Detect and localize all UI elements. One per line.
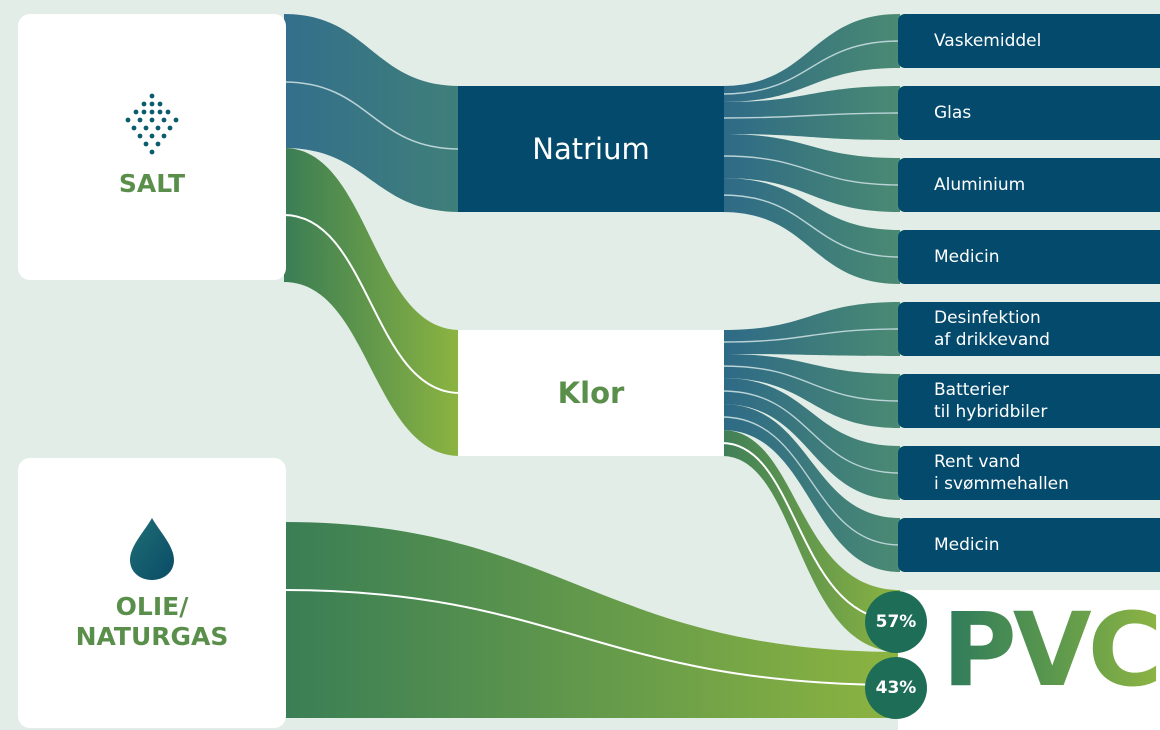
product-label: Vaskemiddel	[934, 31, 1042, 51]
flow-olie-pvc	[284, 522, 900, 718]
product-label: i svømmehallen	[934, 474, 1069, 494]
product-label: Desinfektion	[934, 308, 1041, 328]
flow-salt-klor	[284, 148, 460, 456]
product-glas: Glas	[898, 86, 1160, 140]
flow-klor-pvc	[722, 430, 900, 652]
source-card-salt: SALT	[18, 14, 286, 280]
product-medicin-natrium: Medicin	[898, 230, 1160, 284]
flow-natrium-medicin	[722, 178, 900, 284]
hub-label-klor: Klor	[557, 376, 625, 410]
product-label: til hybridbiler	[934, 402, 1048, 422]
flow-klor-medicin	[722, 404, 900, 572]
flow-natrium-glas	[722, 86, 900, 140]
source-card-olie-naturgas: OLIE/ NATURGAS	[18, 458, 286, 728]
product-batterier: Batterier til hybridbiler	[898, 374, 1160, 428]
product-desinfektion: Desinfektion af drikkevand	[898, 302, 1160, 356]
product-label: Medicin	[934, 535, 1000, 555]
product-label: Batterier	[934, 380, 1010, 400]
product-vaskemiddel: Vaskemiddel	[898, 14, 1160, 68]
hub-label-natrium: Natrium	[532, 132, 650, 166]
product-label: Rent vand	[934, 452, 1021, 472]
product-medicin-klor: Medicin	[898, 518, 1160, 572]
flow-klor-batterier	[722, 354, 900, 428]
flow-dividers	[721, 40, 901, 258]
source-label-line: OLIE/	[115, 592, 189, 621]
product-label: Medicin	[934, 247, 1000, 267]
product-aluminium: Aluminium	[898, 158, 1160, 212]
product-label: Glas	[934, 103, 972, 123]
oil-drop-icon	[130, 518, 174, 580]
flow-klor-desinfektion	[722, 302, 900, 356]
flow-divider	[283, 589, 901, 686]
flow-natrium-vaskemiddel	[722, 14, 900, 102]
flow-klor-rent-vand	[722, 378, 900, 500]
hub-natrium: Natrium	[458, 86, 724, 212]
product-label: Aluminium	[934, 175, 1026, 195]
flow-natrium-aluminium	[722, 134, 900, 212]
flow-divider	[721, 442, 901, 622]
share-badge-klor: 57%	[865, 591, 927, 653]
source-label-line: NATURGAS	[75, 622, 229, 651]
salt-dots-icon	[125, 93, 179, 155]
flow-salt-natrium	[284, 14, 460, 212]
result-card-pvc	[898, 590, 1160, 730]
result-label-pvc: PVC	[942, 591, 1160, 710]
product-label: af drikkevand	[934, 330, 1050, 350]
source-label-salt: SALT	[118, 169, 186, 198]
hub-klor: Klor	[458, 330, 724, 456]
share-badge-olie: 43%	[865, 657, 927, 719]
flow-dividers	[721, 328, 901, 546]
product-rent-vand: Rent vand i svømmehallen	[898, 446, 1160, 500]
flow-divider	[283, 214, 461, 394]
flow-divider	[283, 81, 461, 150]
source-label-olie-naturgas: OLIE/ NATURGAS	[18, 592, 286, 652]
